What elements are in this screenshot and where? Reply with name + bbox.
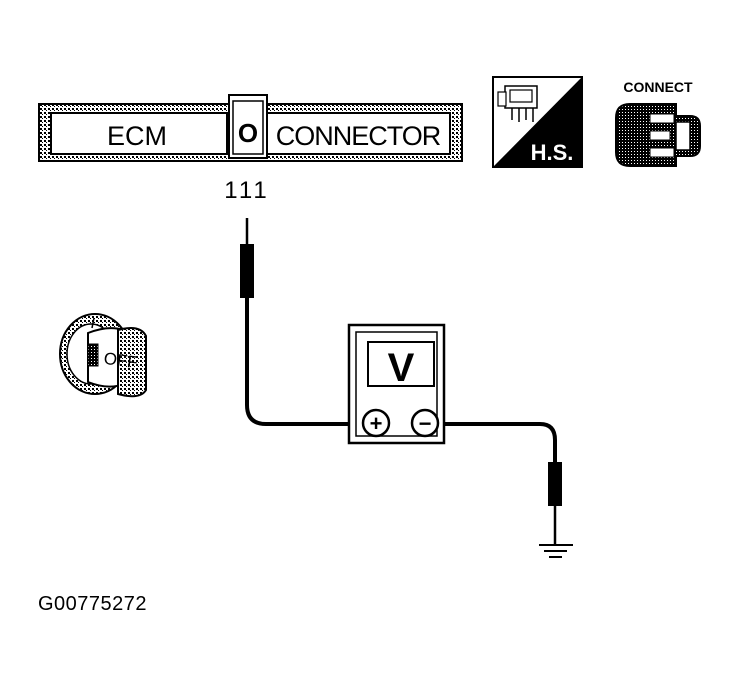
- positive-probe-lead: [240, 218, 367, 426]
- connect-label: CONNECT: [623, 79, 693, 95]
- negative-probe-lead: [427, 422, 562, 544]
- positive-terminal: +: [361, 408, 391, 438]
- ground-icon: [539, 544, 573, 558]
- voltmeter-label: V: [388, 346, 415, 390]
- negative-terminal-symbol: −: [419, 411, 432, 436]
- figure-id: G00775272: [38, 593, 148, 615]
- connector-latch-label: O: [238, 118, 258, 148]
- ecm-connector: O ECM CONNECTOR: [38, 94, 463, 162]
- negative-terminal: −: [410, 408, 440, 438]
- ignition-off-label: OFF: [103, 349, 139, 373]
- harness-side-label: H.S.: [531, 140, 574, 165]
- terminal-number: 111: [224, 177, 269, 204]
- connect-icon: CONNECT: [615, 79, 701, 167]
- ecm-label: ECM: [107, 121, 167, 151]
- voltmeter: V + −: [347, 323, 446, 445]
- connector-label: CONNECTOR: [276, 121, 441, 151]
- ignition-key-icon: OFF: [59, 313, 147, 398]
- positive-terminal-symbol: +: [370, 411, 383, 436]
- harness-side-icon: H.S.: [492, 76, 583, 168]
